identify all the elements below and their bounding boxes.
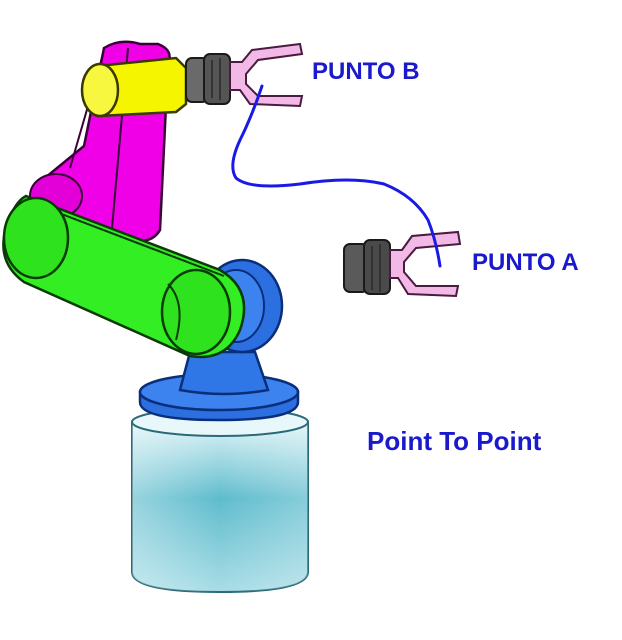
diagram-caption: Point To Point (367, 426, 542, 456)
point-a-label: PUNTO A (472, 249, 579, 276)
gripper-b-icon (185, 42, 304, 108)
base-pedestal (131, 407, 309, 594)
lower-arm (2, 194, 246, 359)
trajectory-path (231, 84, 442, 268)
point-b-label: PUNTO B (312, 58, 420, 85)
gripper-a-icon (343, 230, 462, 298)
wrist-joint (80, 56, 188, 118)
